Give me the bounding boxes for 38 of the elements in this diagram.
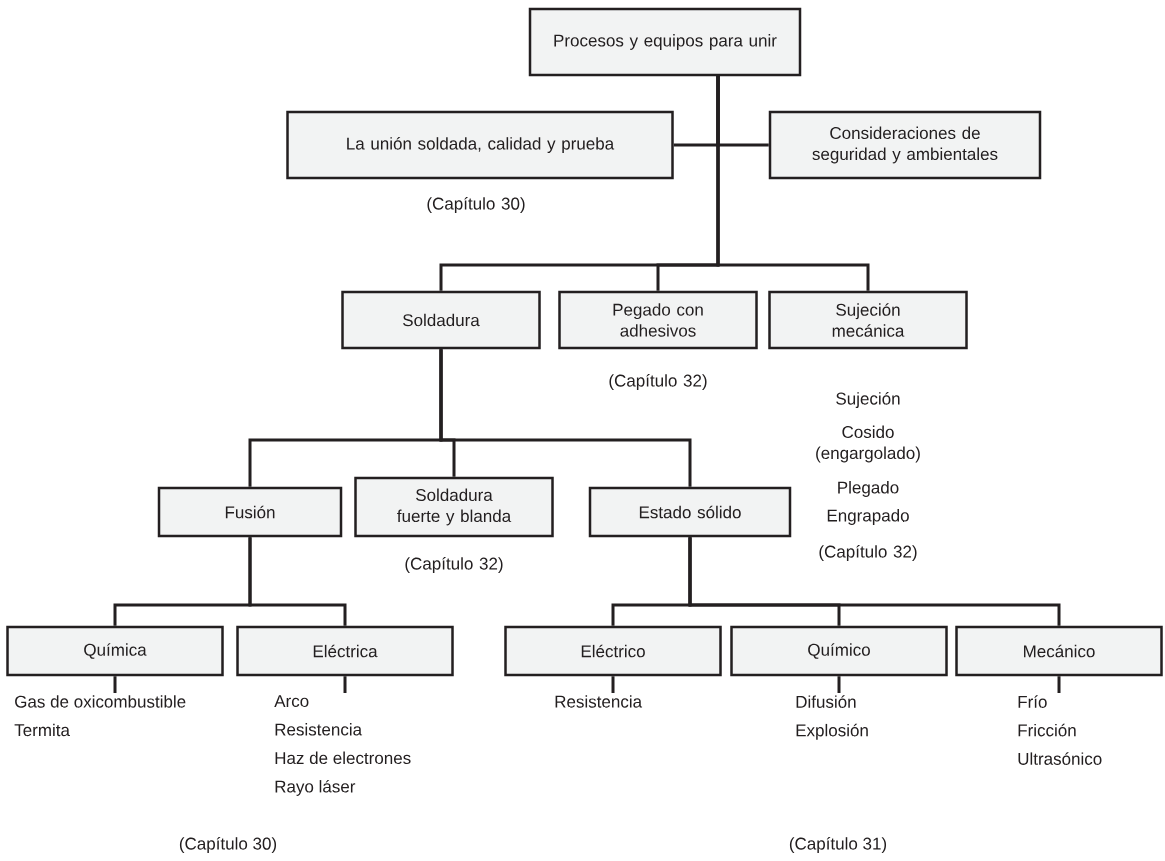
process-box: Eléctrica xyxy=(236,625,454,677)
process-box: Pegado con adhesivos xyxy=(558,290,758,350)
item-list: Difusión Explosión xyxy=(796,695,868,740)
process-box: Procesos y equipos para unir xyxy=(528,7,802,77)
process-box: Químico xyxy=(730,625,948,677)
connector-line xyxy=(716,75,870,291)
item-list: Frío Fricción Ultrasónico xyxy=(1018,695,1102,765)
process-box: Eléctrico xyxy=(504,625,722,677)
item-list: Arco Resistencia Haz de electrones Rayo láser xyxy=(274,695,411,796)
node-label: Sujeción xyxy=(836,392,900,408)
caption: (Capítulo 31) xyxy=(789,837,887,853)
connector-line xyxy=(837,676,841,693)
connector-line xyxy=(343,676,347,693)
process-box: Sujeción mecánica xyxy=(768,290,968,350)
connector-line xyxy=(688,537,1061,626)
node-label: Cosido (engargolado) xyxy=(816,425,920,463)
connector-line xyxy=(439,349,692,487)
node-label: Plegado xyxy=(838,481,899,497)
process-box: Fusión xyxy=(157,486,343,538)
connector-line xyxy=(611,676,615,693)
process-box: Estado sólido xyxy=(588,486,792,538)
item-list: Resistencia xyxy=(555,695,643,708)
caption: (Capítulo 30) xyxy=(179,837,277,853)
process-box: Mecánico xyxy=(955,625,1163,677)
connector-line xyxy=(113,676,117,693)
process-box: Soldadura xyxy=(341,290,541,350)
node-label: (Capítulo 32) xyxy=(819,545,917,561)
node-label: (Capítulo 32) xyxy=(405,557,503,573)
process-box: La unión soldada, calidad y prueba xyxy=(286,110,674,180)
process-box: Química xyxy=(6,625,224,677)
node-label: (Capítulo 32) xyxy=(609,374,707,390)
connector-line xyxy=(248,537,347,626)
item-list: Gas de oxicombustible Termita xyxy=(14,695,186,737)
process-box: Consideraciones de seguridad y ambientales xyxy=(768,110,1042,180)
process-box: Soldadura fuerte y blanda xyxy=(354,476,554,538)
node-label: (Capítulo 30) xyxy=(427,197,525,213)
connector-line xyxy=(1057,676,1061,693)
node-label: Engrapado xyxy=(827,509,909,525)
